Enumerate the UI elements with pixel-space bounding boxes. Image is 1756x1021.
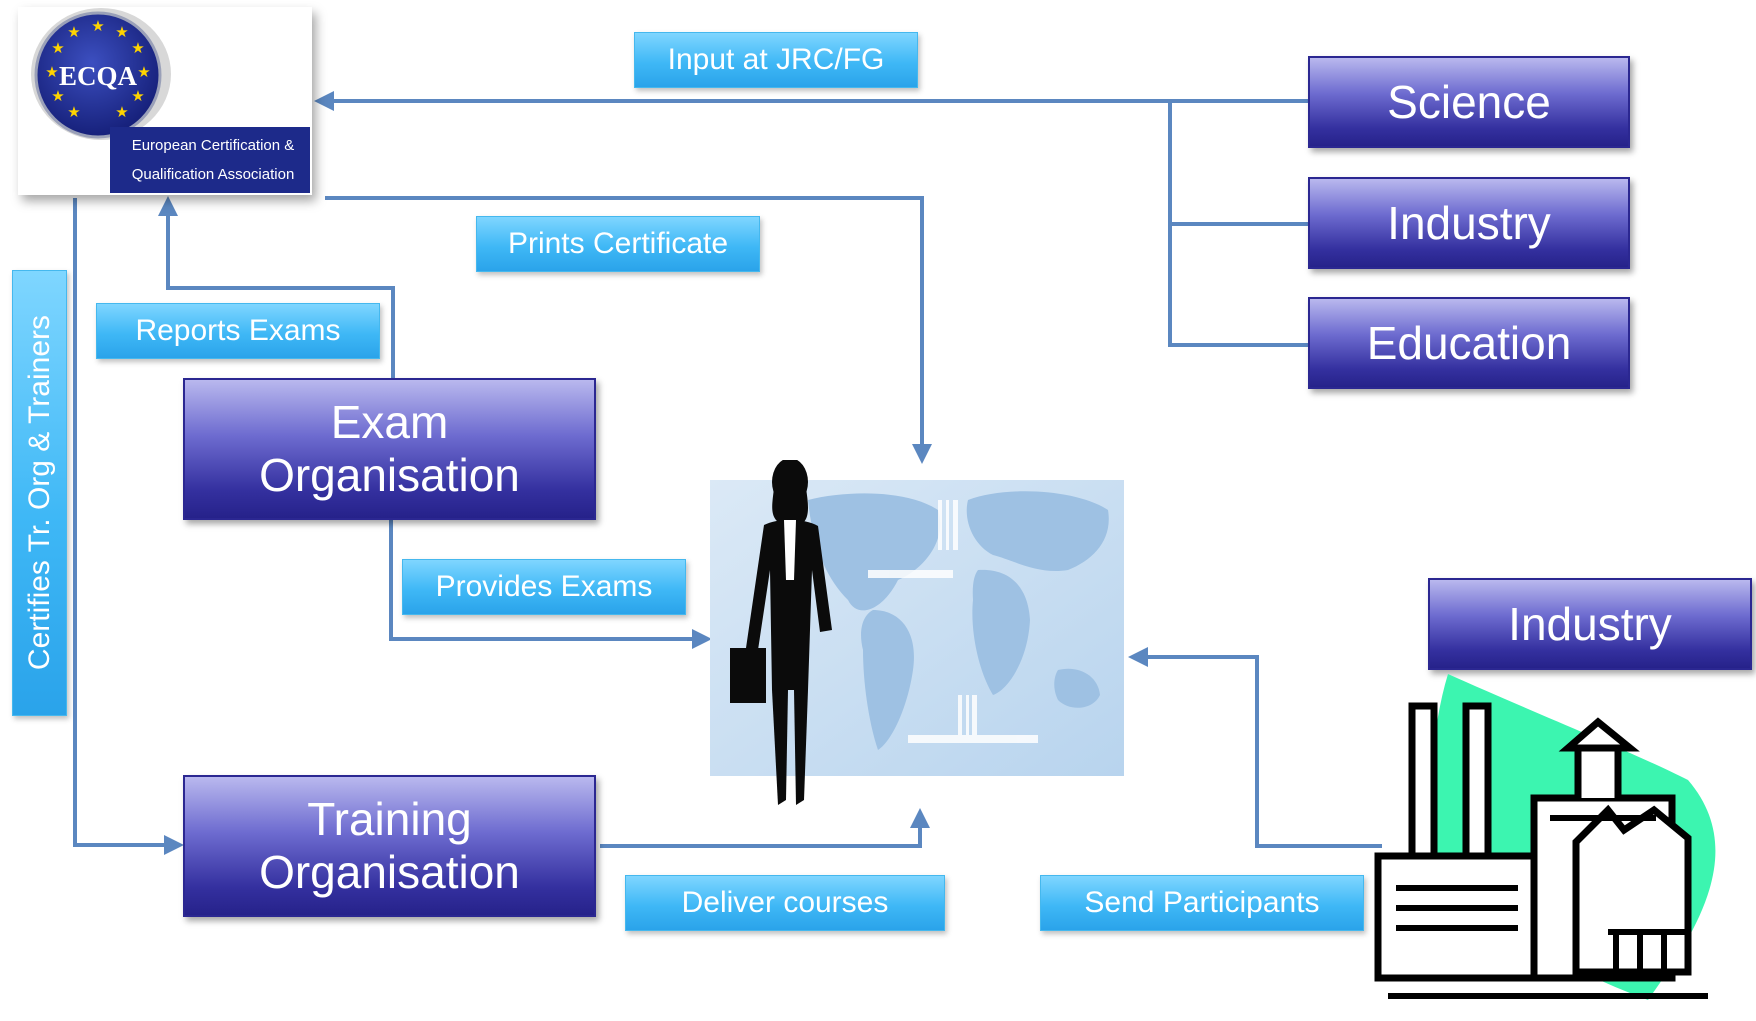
ecqa-name-line2: Qualification Association xyxy=(131,166,295,183)
arrow-ecqa-to-training xyxy=(73,198,184,855)
label-reports-exams: Reports Exams xyxy=(96,303,380,359)
label-prints-certificate: Prints Certificate xyxy=(476,216,760,272)
arrow-ecqa-to-participant xyxy=(325,196,932,464)
arrow-industry-to-participant xyxy=(1128,647,1382,848)
svg-text:★: ★ xyxy=(115,103,128,121)
svg-text:★: ★ xyxy=(115,23,128,41)
node-exam-line1: Exam xyxy=(330,396,449,449)
arrow-exam-to-participant xyxy=(389,520,712,649)
node-industry-right: Industry xyxy=(1428,578,1752,670)
svg-text:★: ★ xyxy=(131,87,144,105)
ecqa-acronym: ECQA xyxy=(58,61,137,91)
node-science: Science xyxy=(1308,56,1630,148)
svg-text:★: ★ xyxy=(137,63,150,81)
label-certifies: Certifies Tr. Org & Trainers xyxy=(12,270,67,716)
arrow-training-to-participant xyxy=(600,808,930,848)
node-industry-top-label: Industry xyxy=(1387,196,1551,249)
arrow-exam-to-ecqa xyxy=(158,196,395,380)
world-map-icon xyxy=(808,491,1109,750)
ecqa-name-line1: European Certification & xyxy=(131,137,295,154)
node-training-line1: Training xyxy=(307,793,472,846)
svg-text:★: ★ xyxy=(67,103,80,121)
label-input-jrc: Input at JRC/FG xyxy=(634,32,918,88)
node-training-organisation: Training Organisation xyxy=(183,775,596,917)
node-training-line2: Organisation xyxy=(259,846,520,898)
node-industry-top: Industry xyxy=(1308,177,1630,269)
node-science-label: Science xyxy=(1387,75,1551,128)
svg-text:★: ★ xyxy=(131,39,144,57)
svg-text:★: ★ xyxy=(51,39,64,57)
ecqa-logo: ★★★ ★★★ ★★ ★★★ ECQA European Certificati… xyxy=(18,7,312,195)
label-certifies-text: Certifies Tr. Org & Trainers xyxy=(22,315,56,671)
svg-text:★: ★ xyxy=(67,23,80,41)
businesswoman-silhouette xyxy=(730,460,832,805)
label-send-participants: Send Participants xyxy=(1040,875,1364,931)
node-education-label: Education xyxy=(1366,316,1572,369)
node-exam-organisation: Exam Organisation xyxy=(183,378,596,520)
arrow-stakeholders-to-ecqa xyxy=(318,101,1310,347)
svg-text:★: ★ xyxy=(45,63,58,81)
factory-icon xyxy=(1374,674,1716,1000)
label-provides-exams: Provides Exams xyxy=(402,559,686,615)
svg-text:★: ★ xyxy=(91,17,104,35)
businesswoman-world-map-icon xyxy=(710,460,1124,805)
ecqa-seal-icon: ★★★ ★★★ ★★ ★★★ xyxy=(31,8,310,193)
svg-text:★: ★ xyxy=(51,87,64,105)
node-industry-right-label: Industry xyxy=(1508,597,1672,650)
node-exam-line2: Organisation xyxy=(259,449,520,501)
node-education: Education xyxy=(1308,297,1630,389)
label-deliver-courses: Deliver courses xyxy=(625,875,945,931)
